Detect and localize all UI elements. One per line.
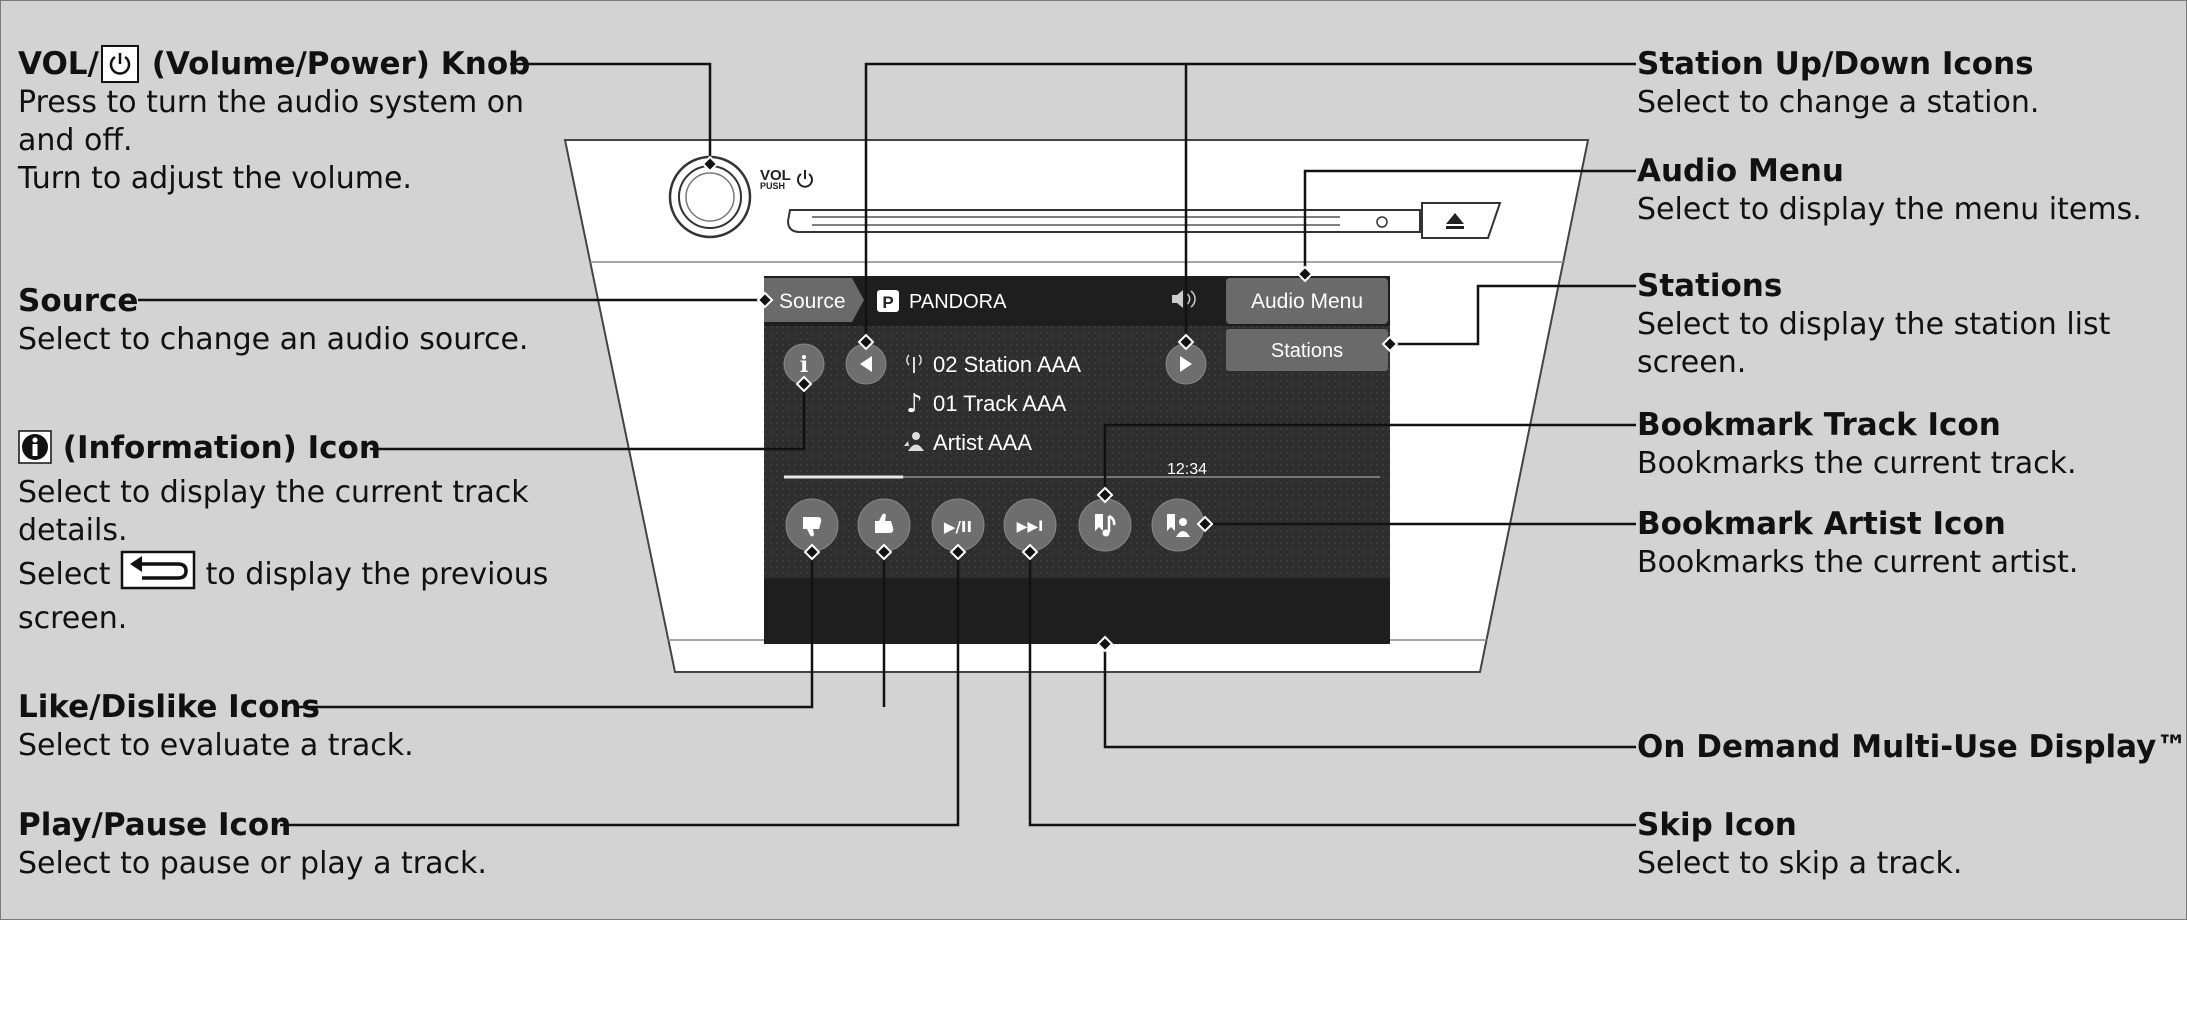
callout-leader-lines — [138, 62, 1636, 827]
vol-knob-title: VOL/ (Volume/Power) Knob — [18, 45, 531, 83]
information-icon-callout: (Information) Icon Select to display the… — [18, 428, 578, 638]
skip-title: Skip Icon — [1637, 807, 1797, 843]
bookmark-artist-button[interactable] — [1151, 498, 1205, 552]
information-icon-desc-2: Select to display the previous screen. — [18, 550, 578, 638]
like-dislike-title: Like/Dislike Icons — [18, 689, 320, 725]
audio-menu-callout: Audio Menu Select to display the menu it… — [1637, 151, 2177, 229]
pandora-badge — [877, 290, 899, 312]
pandora-badge-letter: P — [882, 293, 893, 312]
bookmark-track-title: Bookmark Track Icon — [1637, 407, 2001, 443]
artist-name: Artist AAA — [933, 430, 1032, 455]
play-pause-icon: ▶/II — [944, 518, 972, 536]
play-pause-title: Play/Pause Icon — [18, 807, 292, 843]
station-down-icon — [860, 356, 872, 372]
stations-title: Stations — [1637, 268, 1783, 304]
bookmark-artist-desc: Bookmarks the current artist. — [1637, 545, 2079, 580]
information-icon — [18, 430, 52, 474]
thumbs-up-icon — [875, 513, 894, 533]
bookmark-artist-title: Bookmark Artist Icon — [1637, 506, 2006, 542]
station-up-down-desc: Select to change a station. — [1637, 85, 2040, 120]
station-antenna-icon — [906, 354, 922, 373]
skip-callout: Skip Icon Select to skip a track. — [1637, 805, 2177, 883]
skip-icon: ▶▶I — [1017, 519, 1044, 535]
information-icon: i — [800, 352, 808, 378]
source-tab[interactable] — [764, 278, 864, 322]
information-icon-title: (Information) Icon — [18, 428, 578, 474]
on-demand-display-title: On Demand Multi-Use Display™ — [1637, 729, 2187, 765]
stations-callout: Stations Select to display the station l… — [1637, 266, 2157, 382]
bookmark-track-callout: Bookmark Track Icon Bookmarks the curren… — [1637, 405, 2177, 483]
elapsed-time: 12:34 — [1167, 461, 1207, 478]
vol-knob-desc-2: Turn to adjust the volume. — [18, 161, 412, 196]
play-pause-desc: Select to pause or play a track. — [18, 846, 487, 881]
source-callout: Source Select to change an audio source. — [18, 281, 578, 359]
audio-menu-desc: Select to display the menu items. — [1637, 192, 2142, 227]
source-name: PANDORA — [909, 291, 1007, 313]
knob-vol-label: VOL — [760, 167, 791, 184]
bookmark-track-desc: Bookmarks the current track. — [1637, 446, 2077, 481]
station-up-icon — [1180, 356, 1192, 372]
audio-menu-button[interactable] — [1226, 278, 1388, 324]
back-icon — [120, 550, 196, 600]
station-up-down-title: Station Up/Down Icons — [1637, 46, 2034, 82]
audio-menu-button-label: Audio Menu — [1251, 290, 1363, 313]
skip-desc: Select to skip a track. — [1637, 846, 1963, 881]
knob-push-label: PUSH — [760, 181, 785, 191]
bookmark-track-icon — [1095, 514, 1116, 537]
volume-power-knob[interactable] — [668, 155, 752, 239]
bookmark-artist-icon — [1167, 514, 1190, 537]
track-name: 01 Track AAA — [933, 391, 1067, 416]
source-title: Source — [18, 283, 139, 319]
like-dislike-desc: Select to evaluate a track. — [18, 728, 414, 763]
source-tab-label: Source — [779, 290, 846, 313]
thumbs-down-icon — [803, 517, 822, 537]
knob-power-icon — [797, 170, 813, 188]
stations-desc: Select to display the station list scree… — [1637, 307, 2111, 380]
bookmark-artist-callout: Bookmark Artist Icon Bookmarks the curre… — [1637, 504, 2177, 582]
music-note-icon: ♪ — [906, 389, 923, 419]
vol-knob-callout: VOL/ (Volume/Power) Knob Press to turn t… — [18, 44, 578, 198]
volume-level-icon — [1172, 290, 1196, 308]
vol-knob-desc-1: Press to turn the audio system on and of… — [18, 85, 525, 158]
play-pause-callout: Play/Pause Icon Select to pause or play … — [18, 805, 578, 883]
artist-icon — [904, 432, 924, 451]
on-demand-display-callout: On Demand Multi-Use Display™ — [1637, 727, 2187, 767]
station-up-down-callout: Station Up/Down Icons Select to change a… — [1637, 44, 2177, 122]
eject-button[interactable] — [1421, 202, 1502, 239]
like-dislike-callout: Like/Dislike Icons Select to evaluate a … — [18, 687, 578, 765]
power-icon — [100, 45, 139, 83]
station-name: 02 Station AAA — [933, 352, 1081, 377]
source-desc: Select to change an audio source. — [18, 322, 529, 357]
stations-button[interactable] — [1226, 329, 1388, 371]
information-icon-desc-1: Select to display the current track deta… — [18, 475, 529, 548]
stations-button-label: Stations — [1271, 340, 1343, 362]
audio-menu-title: Audio Menu — [1637, 153, 1844, 189]
disc-slot — [786, 209, 1421, 233]
bookmark-track-button[interactable] — [1078, 498, 1132, 552]
